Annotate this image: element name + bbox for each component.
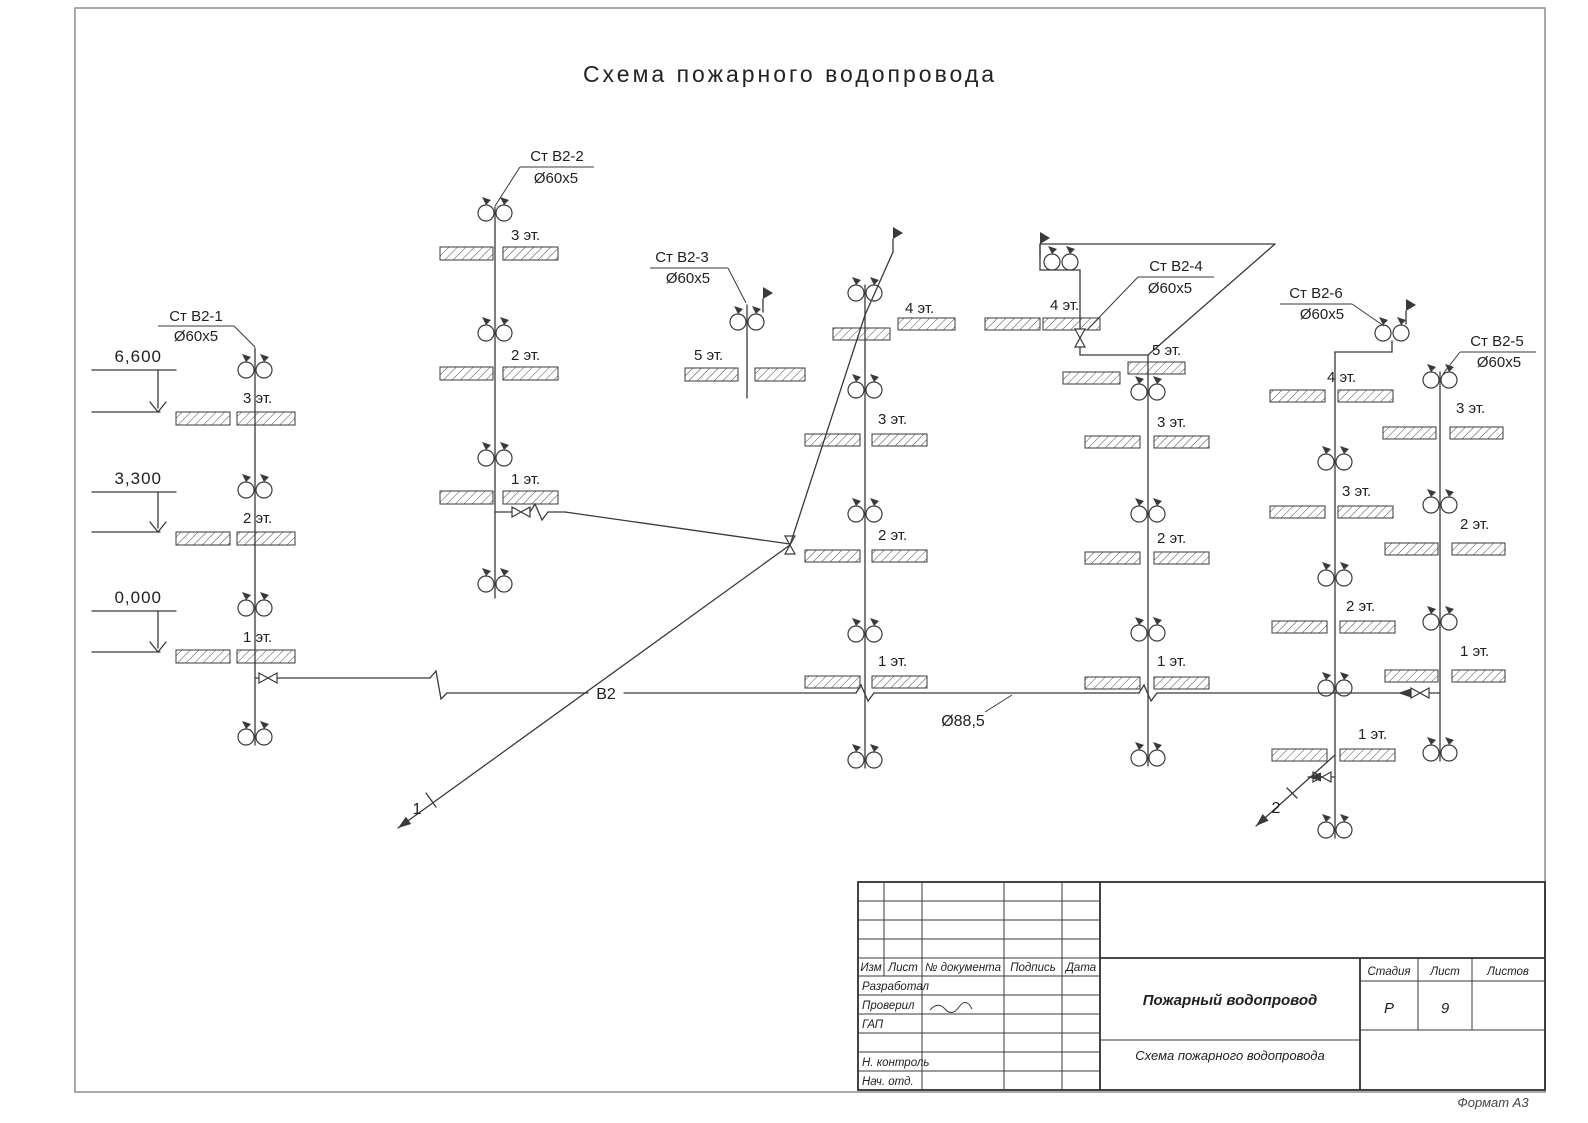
flow-arrow-icon — [1398, 688, 1411, 698]
floor-label: 1 эт. — [511, 471, 540, 488]
floor-label: 2 эт. — [1157, 530, 1186, 547]
main-diameter-label: Ø88,5 — [941, 713, 985, 730]
vent-flag-icon — [762, 286, 774, 313]
format-label: Формат А3 — [1457, 1095, 1529, 1110]
revision-col-date: Дата — [1064, 962, 1096, 974]
elevation-marks: 6,600 3,300 0,000 — [91, 347, 177, 654]
floor-label: 3 эт. — [878, 411, 907, 428]
drawing-title: Схема пожарного водопровода — [583, 61, 997, 87]
floor-label: 5 эт. — [1152, 342, 1181, 359]
elevation-value: 0,000 — [114, 588, 162, 607]
floor-label: 2 эт. — [243, 510, 272, 527]
riser-st-b2-3: 5 эт. Ст В2-3 Ø60x5 — [650, 249, 806, 399]
staff-row-checked: Проверил — [862, 1000, 915, 1012]
floor-label: 3 эт. — [243, 390, 272, 407]
node-number: 1 — [413, 801, 422, 818]
riser-diameter: Ø60x5 — [534, 170, 578, 187]
valve-icon — [511, 506, 531, 518]
riser-st-b2-1: 3 эт. 2 эт. 1 эт. Ст В2-1 Ø60x5 — [158, 308, 448, 746]
staff-row-gap: ГАП — [862, 1019, 884, 1031]
riser-diameter: Ø60x5 — [174, 328, 218, 345]
riser-diameter: Ø60x5 — [1148, 280, 1192, 297]
floor-label: 3 эт. — [511, 227, 540, 244]
riser-name: Ст В2-3 — [655, 249, 709, 266]
riser-central: 4 эт. 3 эт. 2 эт. 1 эт. — [804, 276, 956, 769]
floor-label: 5 эт. — [694, 347, 723, 364]
floor-label: 3 эт. — [1157, 414, 1186, 431]
elevation-value: 6,600 — [114, 347, 162, 366]
floor-label: 4 эт. — [1050, 297, 1079, 314]
floor-label: 2 эт. — [511, 347, 540, 364]
riser-diameter: Ø60x5 — [1477, 354, 1521, 371]
fire-hydrant-pair-icon — [1374, 316, 1410, 342]
valve-icon — [1074, 328, 1086, 348]
fire-hydrant-pair-icon — [1043, 245, 1079, 271]
riser-name: Ст В2-5 — [1470, 333, 1524, 350]
vent-flag-icon — [1405, 298, 1417, 325]
floor-label: 2 эт. — [1346, 598, 1375, 615]
stage-value: Р — [1384, 1000, 1394, 1017]
project-name: Пожарный водопровод — [1143, 992, 1318, 1009]
riser-diameter: Ø60x5 — [666, 270, 710, 287]
elevation-value: 3,300 — [114, 469, 162, 488]
floor-label: 1 эт. — [878, 653, 907, 670]
main-line-b2: В2 Ø88,5 — [446, 684, 1441, 730]
stage-header: Стадия — [1367, 966, 1410, 978]
riser-diameter: Ø60x5 — [1300, 306, 1344, 323]
revision-col-sign: Подпись — [1010, 962, 1056, 974]
floor-label: 4 эт. — [905, 300, 934, 317]
floor-label: 1 эт. — [1358, 726, 1387, 743]
title-block: Изм Лист № документа Подпись Дата Разраб… — [857, 881, 1546, 1091]
connection-input-1: 1 — [395, 226, 904, 832]
riser-st-b2-4: 4 эт. 5 эт. 3 эт. 2 эт. 1 эт. Ст В2-4 Ø6… — [984, 231, 1276, 767]
staff-row-developed: Разработал — [862, 981, 930, 993]
revision-col-doc: № документа — [925, 962, 1001, 974]
valve-icon — [1410, 687, 1430, 699]
drawing-name: Схема пожарного водопровода — [1135, 1048, 1324, 1063]
riser-name: Ст В2-6 — [1289, 285, 1343, 302]
sheet-header: Лист — [1429, 966, 1460, 978]
riser-st-b2-5: 3 эт. 2 эт. 1 эт. Ст В2-5 Ø60x5 — [1382, 333, 1536, 762]
floor-label: 1 эт. — [1460, 643, 1489, 660]
floor-label: 2 эт. — [1460, 516, 1489, 533]
floor-label: 1 эт. — [243, 629, 272, 646]
elevation-mark: 3,300 — [91, 469, 177, 534]
riser-name: Ст В2-4 — [1149, 258, 1203, 275]
riser-st-b2-2: 3 эт. 2 эт. 1 эт. Ст В2-2 Ø60x5 — [439, 148, 791, 599]
sheets-header: Листов — [1486, 966, 1529, 978]
floor-label: 2 эт. — [878, 527, 907, 544]
sheet-border — [74, 7, 1546, 1093]
riser-name: Ст В2-2 — [530, 148, 584, 165]
staff-row-dept-head: Нач. отд. — [862, 1076, 914, 1088]
elevation-mark: 0,000 — [91, 588, 177, 654]
floor-label: 4 эт. — [1327, 369, 1356, 386]
elevation-mark: 6,600 — [91, 347, 177, 414]
sheet-number: 9 — [1441, 1000, 1450, 1017]
direction-arrow-icon — [395, 816, 412, 832]
main-line-label: В2 — [596, 686, 616, 703]
floor-label: 3 эт. — [1456, 400, 1485, 417]
riser-name: Ст В2-1 — [169, 308, 223, 325]
revision-col-list: Лист — [887, 962, 918, 974]
staff-row-ncontrol: Н. контроль — [862, 1057, 929, 1069]
riser-st-b2-6: 4 эт. 3 эт. 2 эт. 1 эт. Ст В2-6 Ø60x5 — [1269, 285, 1417, 839]
pipe-break-icon — [529, 503, 549, 521]
floor-label: 3 эт. — [1342, 483, 1371, 500]
revision-col-izm: Изм — [860, 962, 881, 974]
valve-icon — [258, 672, 278, 684]
connection-input-2: 2 — [1252, 754, 1336, 830]
floor-label: 1 эт. — [1157, 653, 1186, 670]
signature-scribble — [929, 1002, 973, 1013]
vent-flag-icon — [892, 226, 904, 253]
node-number: 2 — [1272, 800, 1281, 817]
